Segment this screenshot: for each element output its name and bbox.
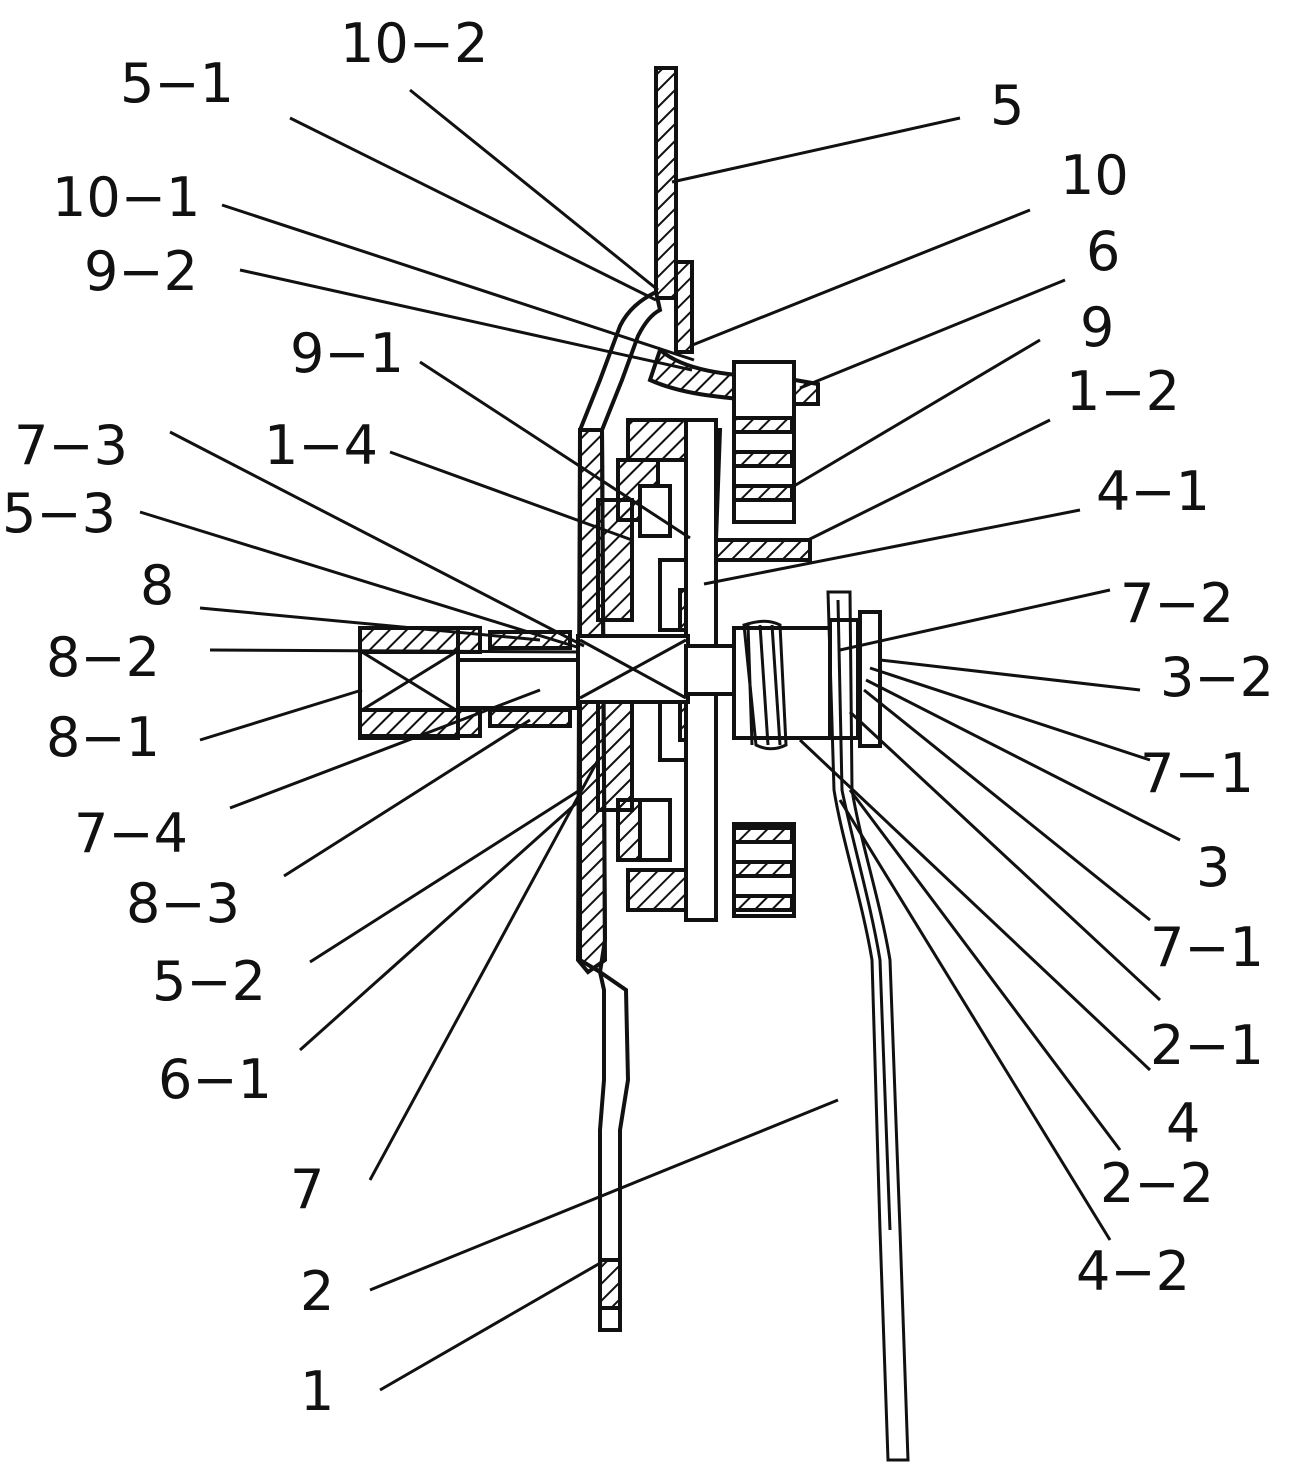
label-4-1: 4−1 <box>1096 460 1210 523</box>
label-9-2: 9−2 <box>84 240 198 303</box>
label-7: 7 <box>290 1158 324 1221</box>
label-10-1: 10−1 <box>52 166 200 229</box>
label-7-3: 7−3 <box>14 414 128 477</box>
label-1-2: 1−2 <box>1066 360 1180 423</box>
part-1-lower-arm <box>600 972 628 1330</box>
label-5: 5 <box>990 74 1024 137</box>
label-3: 3 <box>1196 836 1230 899</box>
label-2-2: 2−2 <box>1100 1152 1214 1215</box>
part-8-knob <box>360 628 578 738</box>
label-6-1: 6−1 <box>158 1048 272 1111</box>
label-5-3: 5−3 <box>2 482 116 545</box>
label-7-1-lower: 7−1 <box>1150 916 1264 979</box>
label-5-1: 5−1 <box>120 52 234 115</box>
label-8-1: 8−1 <box>46 706 160 769</box>
label-8-2: 8−2 <box>46 626 160 689</box>
label-7-4: 7−4 <box>74 802 188 865</box>
part-4-spring <box>734 621 830 749</box>
main-shaft <box>578 636 734 702</box>
label-4-2: 4−2 <box>1076 1240 1190 1303</box>
label-8-3: 8−3 <box>126 872 240 935</box>
label-8: 8 <box>140 554 174 617</box>
label-1-4: 1−4 <box>264 414 378 477</box>
label-4: 4 <box>1166 1092 1200 1155</box>
label-9: 9 <box>1080 296 1114 359</box>
label-2-1: 2−1 <box>1150 1014 1264 1077</box>
label-3-2: 3−2 <box>1160 646 1274 709</box>
label-10: 10 <box>1060 144 1129 207</box>
label-10-2: 10−2 <box>340 12 488 75</box>
reference-labels: 10−2 5−1 5 10 10−1 6 9−2 9 9−1 1−2 7−3 1… <box>2 12 1274 1423</box>
label-5-2: 5−2 <box>152 950 266 1013</box>
label-1: 1 <box>300 1360 334 1423</box>
label-2: 2 <box>300 1260 334 1323</box>
label-6: 6 <box>1086 220 1120 283</box>
label-7-2: 7−2 <box>1120 572 1234 635</box>
label-9-1: 9−1 <box>290 322 404 385</box>
label-7-1-upper: 7−1 <box>1140 742 1254 805</box>
